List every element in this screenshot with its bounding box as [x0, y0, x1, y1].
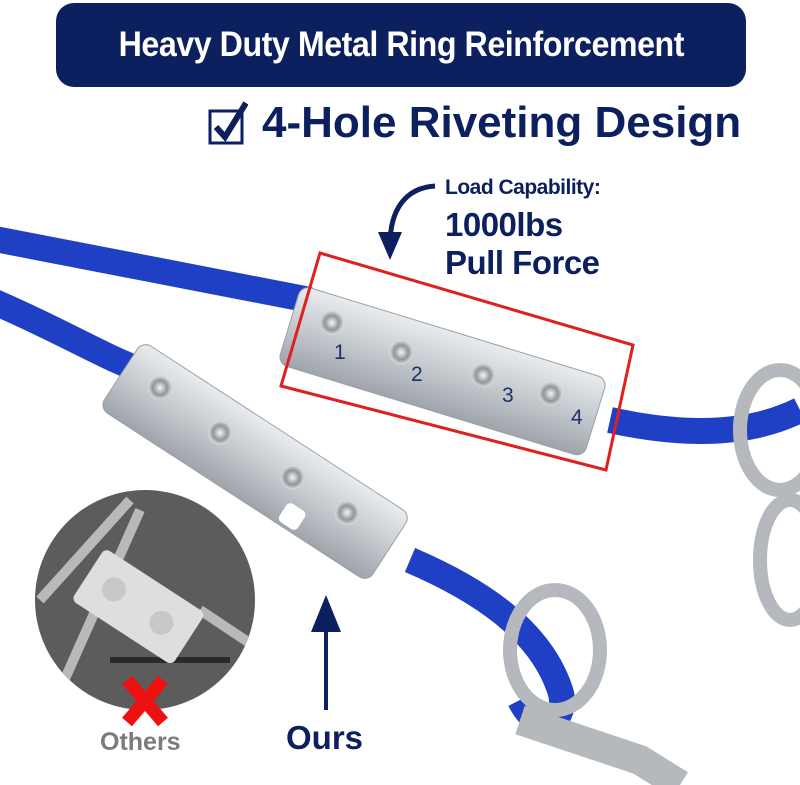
feature-label: 4-Hole Riveting Design: [262, 98, 742, 147]
up-arrow-icon: [311, 595, 341, 710]
rivet-number: 2: [411, 363, 423, 386]
highlight-box: [279, 251, 635, 472]
x-icon: [122, 675, 168, 727]
others-label: Others: [100, 728, 181, 756]
curved-arrow-icon: [378, 183, 436, 260]
header-banner: Heavy Duty Metal Ring Reinforcement: [56, 3, 746, 87]
rivet-number: 3: [502, 384, 514, 407]
header-title: Heavy Duty Metal Ring Reinforcement: [118, 25, 684, 64]
checkbox-checked-icon: [208, 101, 248, 145]
metal-sleeve-top: [279, 287, 606, 456]
metal-sleeve-bottom: [102, 344, 408, 579]
metal-chain: [503, 363, 800, 785]
rivet-number: 4: [571, 406, 583, 429]
load-value: 1000lbs: [445, 206, 563, 243]
load-label: Load Capability:: [445, 176, 601, 199]
feature-heading: 4-Hole Riveting Design: [208, 98, 741, 148]
others-inset-photo: [35, 490, 255, 710]
rivet-number: 1: [334, 341, 346, 364]
ours-label: Ours: [286, 719, 364, 756]
load-capability-callout: Load Capability: 1000lbs Pull Force: [445, 176, 601, 282]
load-unit: Pull Force: [445, 244, 600, 281]
